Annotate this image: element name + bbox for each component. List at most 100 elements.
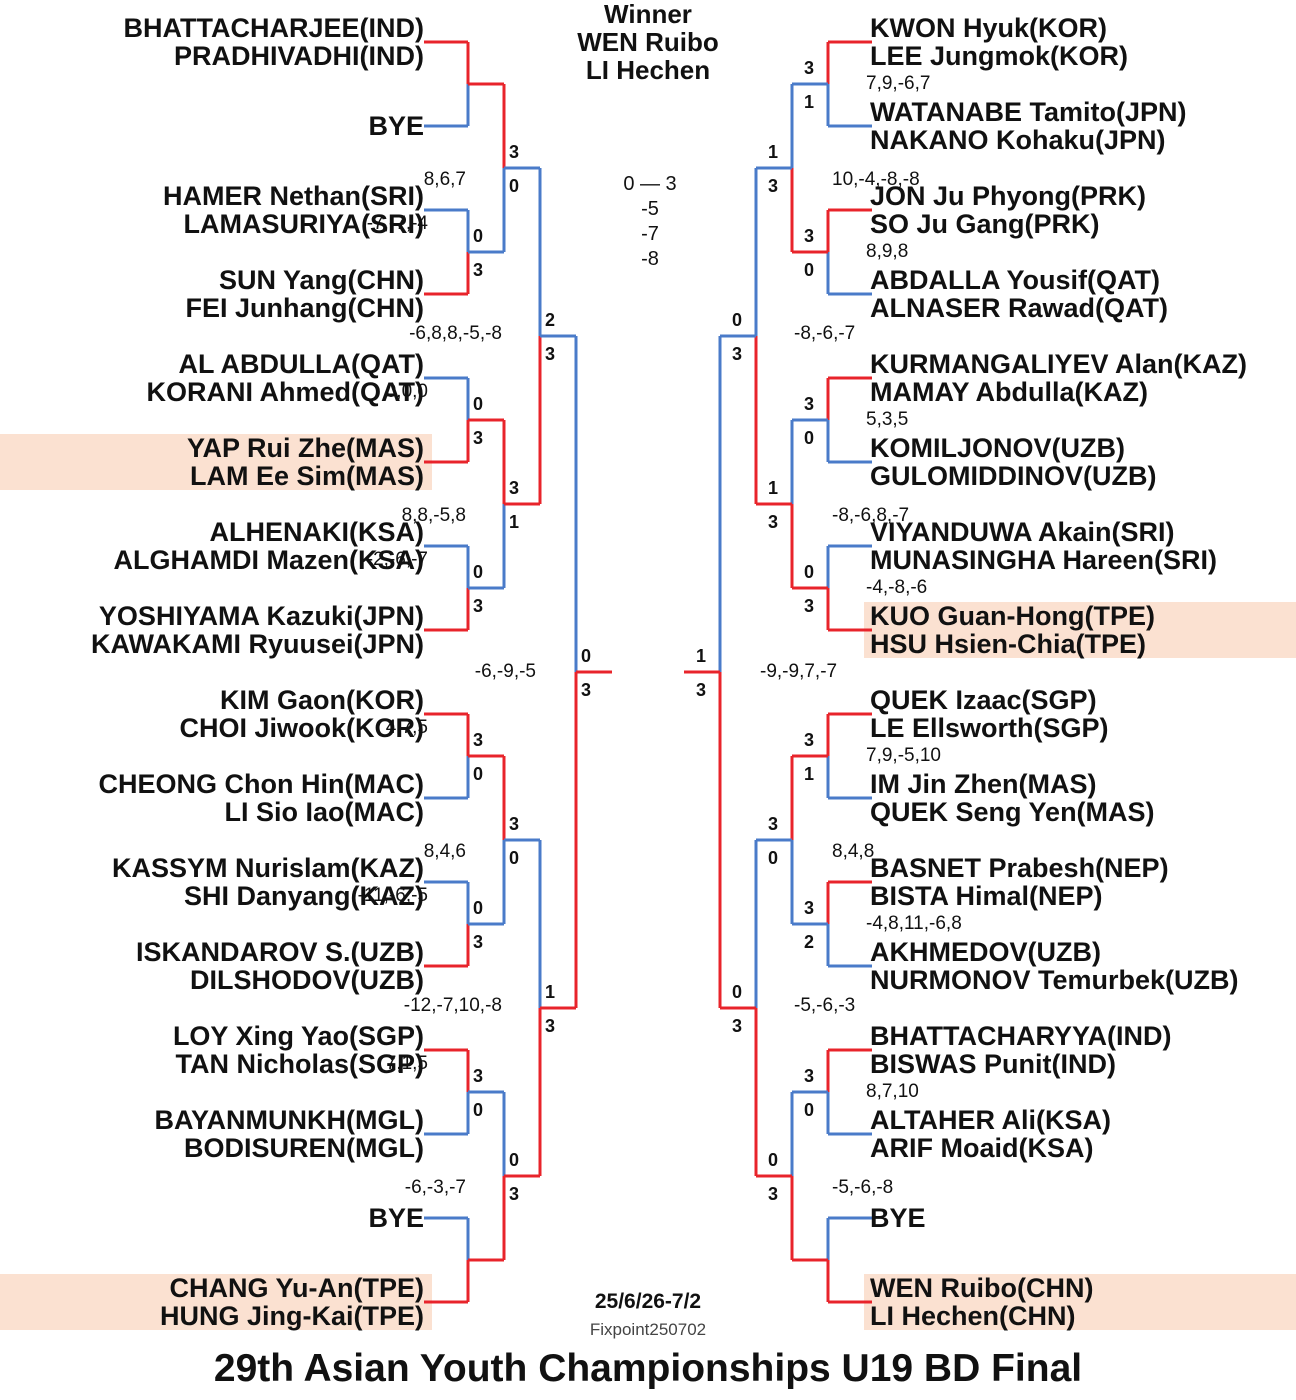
player-name: DILSHODOV(UZB) [190, 965, 424, 995]
winner-label: Winner [604, 0, 692, 29]
r3-score-bottom: 3 [545, 1016, 556, 1036]
sf-score-bottom: 3 [696, 680, 707, 700]
sf-game-scores: -6,-9,-5 [474, 661, 536, 682]
winner-heading: Winner WEN Ruibo LI Hechen [548, 0, 748, 84]
r1-score-top: 0 [473, 562, 484, 582]
player-name: LEE Jungmok(KOR) [870, 41, 1129, 71]
player-name: AKHMEDOV(UZB) [870, 937, 1101, 967]
player-name: KASSYM Nurislam(KAZ) [111, 853, 424, 883]
page-title: 29th Asian Youth Championships U19 BD Fi… [213, 1347, 1083, 1390]
player-name: ISKANDAROV S.(UZB) [136, 937, 424, 967]
r1-score-bottom: 2 [804, 932, 815, 952]
player-name: CHANG Yu-An(TPE) [169, 1273, 425, 1303]
team-highlight [0, 1274, 432, 1330]
final-result: 0 — 3 -5 -7 -8 [600, 172, 700, 272]
player-name: PRADHIVADHI(IND) [174, 41, 424, 71]
r2-score-top: 1 [768, 142, 779, 162]
r3-game-scores: -8,-6,-7 [794, 323, 856, 344]
player-name: BODISUREN(MGL) [184, 1133, 424, 1163]
r1-score-top: 3 [473, 1066, 484, 1086]
player-name: YOSHIYAMA Kazuki(JPN) [98, 601, 424, 631]
r1-game-scores: 8,9,8 [866, 241, 909, 262]
r1-game-scores: 0,0,0 [385, 381, 428, 402]
r1-score-bottom: 0 [804, 1100, 815, 1120]
player-name: GULOMIDDINOV(UZB) [870, 461, 1157, 491]
player-name: JON Ju Phyong(PRK) [870, 181, 1147, 211]
player-name: ALGHAMDI Mazen(KSA) [113, 545, 425, 575]
final-game-3: -8 [641, 248, 659, 270]
player-name: HSU Hsien-Chia(TPE) [870, 629, 1147, 659]
r1-score-bottom: 3 [473, 260, 484, 280]
r1-game-scores: 7,9,-5,10 [866, 745, 941, 766]
r2-score-bottom: 0 [509, 176, 520, 196]
player-name: IM Jin Zhen(MAS) [870, 769, 1097, 799]
r1-score-top: 3 [804, 58, 815, 78]
r1-score-top: 3 [473, 730, 484, 750]
r1-score-top: 3 [804, 394, 815, 414]
r2-score-top: 3 [509, 478, 520, 498]
player-name: ABDALLA Yousif(QAT) [870, 265, 1160, 295]
sf-game-scores: -9,-9,7,-7 [760, 661, 838, 682]
r1-game-scores: -11,-6,-5 [357, 885, 428, 906]
r1-game-scores: -4,-8,-6 [866, 577, 928, 598]
player-name: NURMONOV Temurbek(UZB) [870, 965, 1239, 995]
player-name: TAN Nicholas(SGP) [175, 1049, 424, 1079]
r3-game-scores: -5,-6,-3 [794, 995, 856, 1016]
r2-score-bottom: 0 [509, 848, 520, 868]
player-name: BISWAS Punit(IND) [870, 1049, 1116, 1079]
player-name: BHATTACHARYYA(IND) [870, 1021, 1172, 1051]
player-name: SO Ju Gang(PRK) [870, 209, 1100, 239]
player-name: LI Hechen(CHN) [870, 1301, 1076, 1331]
source-label: Fixpoint250702 [589, 1320, 707, 1339]
player-name: WATANABE Tamito(JPN) [870, 97, 1187, 127]
final-sets: 0 — 3 [623, 173, 677, 195]
player-name: LI Sio Iao(MAC) [224, 797, 424, 827]
team-highlight [864, 1274, 1296, 1330]
r1-score-bottom: 3 [473, 596, 484, 616]
r3-score-top: 0 [732, 982, 743, 1002]
player-name: KIM Gaon(KOR) [220, 685, 424, 715]
r2-score-top: 0 [768, 1150, 779, 1170]
r2-score-top: 3 [509, 142, 520, 162]
r1-score-top: 3 [804, 1066, 815, 1086]
final-game-1: -5 [641, 198, 659, 220]
r2-score-bottom: 3 [768, 512, 779, 532]
player-name: HAMER Nethan(SRI) [163, 181, 424, 211]
r1-score-bottom: 1 [804, 92, 815, 112]
player-name: FEI Junhang(CHN) [185, 293, 424, 323]
player-name: BHATTACHARJEE(IND) [123, 13, 424, 43]
player-name: LAMASURIYA(SRI) [183, 209, 424, 239]
player-name: ARIF Moaid(KSA) [870, 1133, 1094, 1163]
r3-score-top: 1 [545, 982, 556, 1002]
winner-player-1: WEN Ruibo [577, 27, 719, 57]
player-name: BAYANMUNKH(MGL) [154, 1105, 425, 1135]
winner-player-2: LI Hechen [585, 55, 711, 85]
player-name: KUO Guan-Hong(TPE) [870, 601, 1155, 631]
r1-score-bottom: 1 [804, 764, 815, 784]
player-name: KWON Hyuk(KOR) [870, 13, 1107, 43]
r1-game-scores: -4,8,11,-6,8 [866, 913, 962, 934]
r2-game-scores: 8,8,-5,8 [401, 505, 466, 526]
r2-score-bottom: 3 [509, 1184, 520, 1204]
r3-score-bottom: 3 [732, 344, 743, 364]
r1-score-bottom: 3 [473, 932, 484, 952]
sf-score-bottom: 3 [581, 680, 592, 700]
r3-score-top: 2 [545, 310, 556, 330]
r1-game-scores: 8,7,10 [866, 1081, 919, 1102]
date-label: 25/6/26-7/2 [594, 1290, 702, 1313]
r2-score-top: 0 [509, 1150, 520, 1170]
player-name: HUNG Jing-Kai(TPE) [159, 1301, 424, 1331]
r1-score-bottom: 3 [804, 596, 815, 616]
r3-game-scores: -12,-7,10,-8 [403, 995, 502, 1016]
player-name: LOY Xing Yao(SGP) [172, 1021, 424, 1051]
r1-score-top: 0 [804, 562, 815, 582]
player-name: LE Ellsworth(SGP) [870, 713, 1109, 743]
r1-score-top: 0 [473, 226, 484, 246]
player-name: SHI Danyang(KAZ) [183, 881, 424, 911]
r1-score-top: 3 [804, 730, 815, 750]
r2-game-scores: -5,-6,-8 [832, 1177, 894, 1198]
player-name: BASNET Prabesh(NEP) [870, 853, 1169, 883]
r2-game-scores: 8,4,6 [423, 841, 466, 862]
r2-score-bottom: 3 [768, 176, 779, 196]
